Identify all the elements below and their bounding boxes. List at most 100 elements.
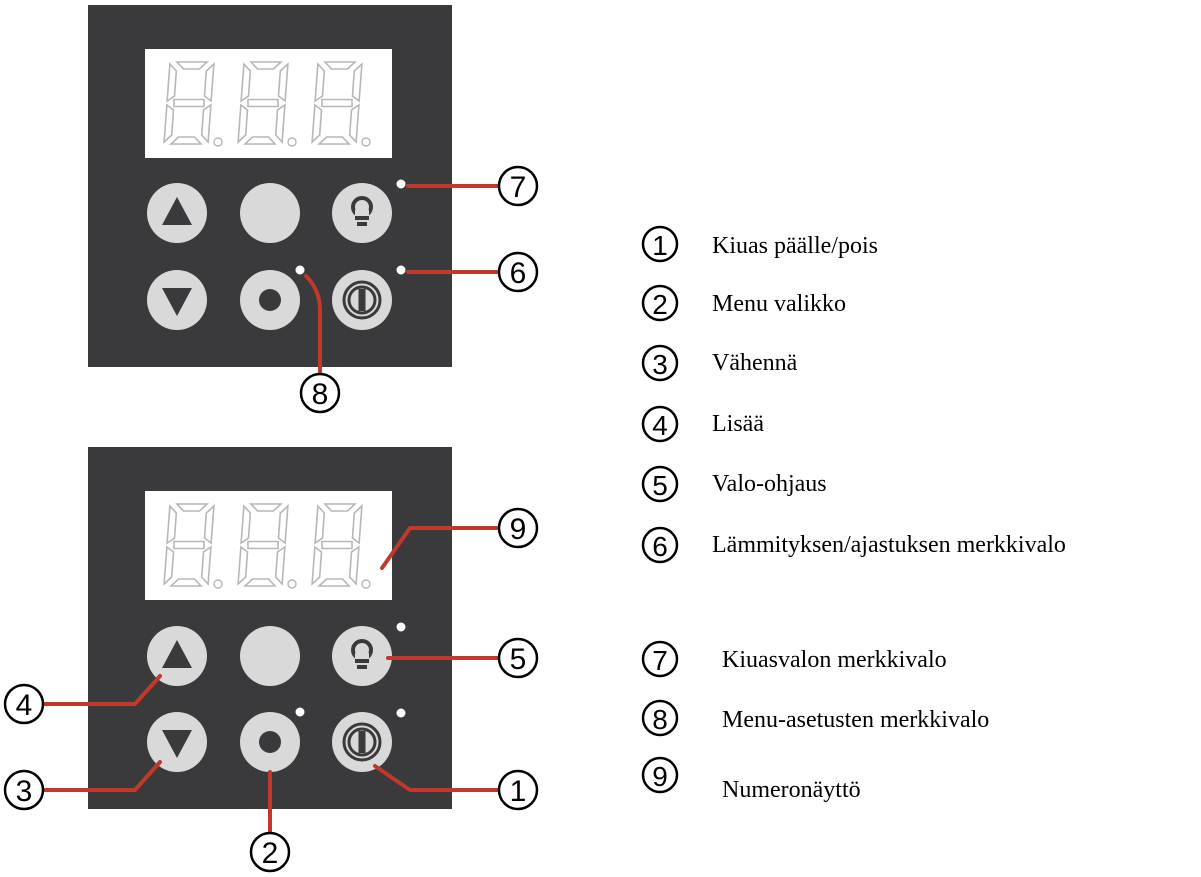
display-segment	[323, 503, 358, 512]
legend: 1 Kiuas päälle/pois 2 Menu valikko 3 Väh…	[641, 225, 1066, 803]
legend-item: 4 Lisää	[641, 405, 764, 443]
display-segment	[168, 136, 203, 145]
display-segment	[203, 504, 215, 545]
legend-item: 7 Kiuasvalon merkkivalo	[641, 640, 947, 678]
seven-segment-digit	[237, 503, 297, 589]
display-segment	[173, 540, 205, 550]
svg-text:3: 3	[652, 349, 668, 380]
display-segment	[249, 503, 284, 512]
blank-button-icon	[240, 626, 300, 686]
power-icon	[342, 280, 382, 320]
leader-line-3	[43, 760, 162, 792]
display-segment	[311, 545, 323, 586]
svg-text:7: 7	[652, 645, 668, 676]
callout-7: 7	[497, 165, 539, 207]
seven-segment-digit	[237, 61, 297, 147]
legend-item: 1 Kiuas päälle/pois	[641, 225, 878, 263]
svg-text:4: 4	[16, 689, 33, 722]
seven-segment-digit	[163, 61, 223, 147]
svg-text:6: 6	[510, 257, 527, 290]
display-segment	[314, 504, 326, 545]
leader-line-9	[380, 526, 499, 570]
decimal-point	[287, 137, 297, 147]
display-segment	[274, 103, 286, 144]
svg-text:7: 7	[510, 171, 527, 204]
legend-item: 3 Vähennä	[641, 344, 798, 382]
menu-ring-icon	[259, 289, 281, 311]
callout-6: 6	[497, 251, 539, 293]
up-arrow-icon	[162, 197, 192, 225]
display-window-top	[145, 49, 392, 158]
display-segment	[316, 136, 351, 145]
display-segment	[242, 578, 277, 587]
display-segment	[237, 545, 249, 586]
decimal-point	[361, 579, 371, 589]
menu-indicator-led	[295, 707, 305, 717]
light-bulb-icon	[351, 639, 373, 669]
legend-item: 6 Lämmityksen/ajastuksen merkkivalo	[641, 526, 1066, 564]
blank-button[interactable]	[240, 626, 300, 686]
svg-text:Numeronäyttö: Numeronäyttö	[722, 777, 861, 803]
control-panel-top	[88, 5, 499, 377]
svg-text:3: 3	[16, 775, 33, 808]
display-window-bottom	[145, 491, 392, 600]
up-button[interactable]	[147, 626, 207, 686]
display-segment	[321, 98, 353, 108]
decimal-point	[287, 579, 297, 589]
control-panel-bottom	[43, 447, 499, 838]
svg-text:Vähennä: Vähennä	[712, 350, 798, 376]
leader-line-4	[43, 674, 162, 706]
power-button[interactable]	[332, 712, 392, 772]
blank-button[interactable]	[240, 183, 300, 243]
down-button[interactable]	[147, 270, 207, 330]
svg-text:8: 8	[652, 704, 668, 735]
up-arrow-icon	[162, 640, 192, 668]
down-arrow-icon	[162, 288, 192, 316]
svg-text:4: 4	[652, 410, 668, 441]
callout-2: 2	[249, 831, 291, 873]
svg-text:Lisää: Lisää	[712, 411, 764, 437]
display-segment	[277, 504, 289, 545]
display-segment	[163, 103, 175, 144]
display-segment	[163, 545, 175, 586]
legend-item: 2 Menu valikko	[641, 284, 846, 322]
display-segment	[321, 540, 353, 550]
down-button[interactable]	[147, 712, 207, 772]
svg-text:Menu-asetusten merkkivalo: Menu-asetusten merkkivalo	[722, 707, 989, 733]
heating-indicator-led	[396, 708, 406, 718]
seven-segment-display-bottom	[163, 503, 371, 589]
display-segment	[311, 103, 323, 144]
decimal-point	[213, 137, 223, 147]
power-icon	[342, 722, 382, 762]
power-button[interactable]	[332, 270, 392, 330]
display-segment	[240, 62, 252, 103]
light-indicator-led	[396, 622, 406, 632]
menu-indicator-led	[295, 265, 305, 275]
display-segment	[237, 103, 249, 144]
legend-item: 8 Menu-asetusten merkkivalo	[641, 699, 989, 737]
display-segment	[203, 62, 215, 103]
light-indicator-led	[396, 179, 406, 189]
svg-text:9: 9	[652, 761, 668, 792]
menu-ring-icon	[259, 731, 281, 753]
callout-1: 1	[497, 769, 539, 811]
light-button[interactable]	[332, 183, 392, 243]
svg-text:5: 5	[510, 643, 527, 676]
display-segment	[247, 98, 279, 108]
callout-4: 4	[3, 683, 45, 725]
display-segment	[200, 103, 212, 144]
callout-3: 3	[3, 769, 45, 811]
svg-text:1: 1	[510, 775, 527, 808]
callout-9: 9	[497, 507, 539, 549]
svg-text:Kiuasvalon merkkivalo: Kiuasvalon merkkivalo	[722, 647, 947, 673]
up-button[interactable]	[147, 183, 207, 243]
heating-indicator-led	[396, 265, 406, 275]
display-segment	[200, 545, 212, 586]
svg-text:Lämmityksen/ajastuksen merkkiv: Lämmityksen/ajastuksen merkkivalo	[712, 532, 1066, 558]
display-segment	[351, 504, 363, 545]
menu-button[interactable]	[240, 270, 300, 330]
display-segment	[348, 545, 360, 586]
light-button[interactable]	[332, 626, 392, 686]
menu-button[interactable]	[240, 712, 300, 772]
